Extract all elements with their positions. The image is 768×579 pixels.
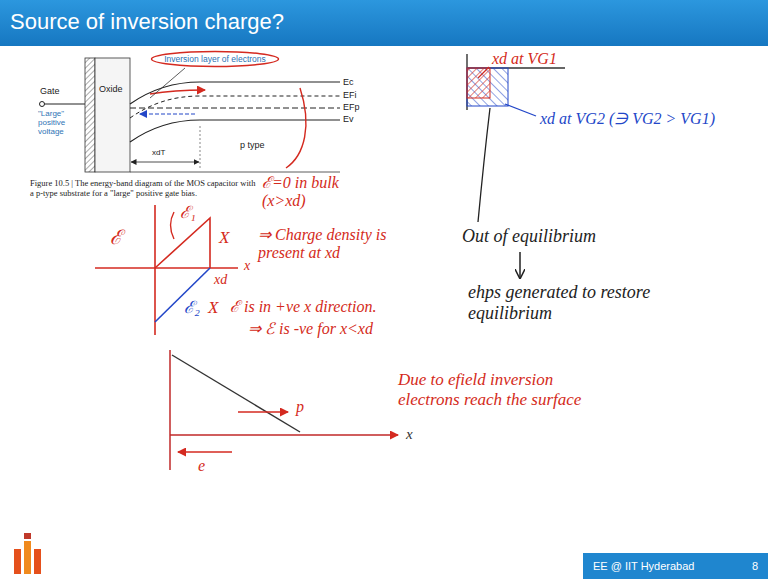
x-axis — [95, 267, 238, 269]
depletion-region-vg1 — [467, 68, 490, 98]
layer-name: Oxide — [99, 84, 123, 94]
logo — [34, 549, 41, 574]
curve-label: ℰ₁ — [180, 203, 196, 223]
field-profile — [155, 268, 210, 322]
callout-oval: Inversion layer of electrons — [150, 50, 280, 68]
carrier-label: p — [296, 398, 304, 416]
handwritten-note: xd at VG2 (∋ VG2 > VG1) — [540, 110, 715, 128]
handwritten-note: Out of equilibrium — [462, 226, 596, 247]
electron-drift-arrow — [140, 113, 195, 114]
leader-line — [505, 104, 536, 116]
bias-note: "Large" positive voltage — [38, 109, 84, 137]
intrinsic-fermi-level — [130, 96, 340, 118]
handwritten-note: ℰ=0 in bulk (x>xd) — [262, 174, 374, 211]
leader-line — [286, 88, 306, 168]
depletion-width-arrow — [131, 162, 199, 163]
handwritten-note: ehps generated to restore equilibrium — [468, 282, 718, 323]
slide-title: Source of inversion charge? — [10, 9, 284, 35]
handwritten-note: ⇒ Charge density is present at xd — [258, 226, 388, 263]
axis-tick-label: xd — [214, 272, 227, 288]
footer-text: EE @ IIT Hyderabad — [593, 560, 694, 572]
leader-line — [478, 108, 490, 222]
axis-label: x — [244, 258, 250, 274]
handwritten-note: Due to efield inversion electrons reach … — [398, 370, 613, 409]
footer-text: 8 — [752, 560, 758, 572]
cross-mark: X — [219, 228, 229, 248]
handwritten-note: ⇒ ℰ is -ve for x<xd — [248, 320, 373, 338]
footer-band: EE @ IIT Hyderabad 8 — [583, 553, 768, 579]
callout-text: Inversion layer of electrons — [164, 54, 266, 64]
carrier-label: e — [198, 457, 205, 475]
conduction-band — [130, 82, 340, 104]
axis-label: ℰ — [110, 226, 122, 249]
band-label: EFi — [343, 90, 357, 100]
flow-arrow — [519, 252, 521, 278]
y-axis — [169, 350, 171, 470]
gate-metal — [85, 58, 95, 172]
axis-label: x — [406, 426, 413, 443]
profile-curve — [172, 355, 300, 432]
logo — [24, 533, 31, 539]
depletion-region-vg2 — [467, 68, 508, 106]
title-bar: Source of inversion charge? — [0, 0, 768, 46]
leader-line — [478, 67, 489, 78]
curve-label: ℰ₂ — [184, 298, 200, 318]
gate-terminal — [40, 102, 45, 107]
logo — [24, 541, 31, 574]
handwritten-note: ℰ is in +ve x direction. — [230, 298, 376, 316]
field-axis — [154, 205, 156, 335]
field-profile-wrong — [155, 218, 210, 268]
depletion-edge-tick — [200, 126, 201, 168]
oxide-layer — [95, 58, 130, 172]
bracket — [171, 212, 175, 239]
terminal-name: Gate — [40, 86, 60, 96]
region-name: p type — [240, 140, 265, 150]
dimension-label: xdT — [152, 148, 165, 157]
leader-line — [150, 68, 185, 98]
substrate-edge — [130, 172, 340, 173]
figure-caption: Figure 10.5 | The energy-band diagram of… — [30, 178, 258, 198]
gate-wire — [45, 104, 86, 105]
hole-arrow — [238, 411, 288, 413]
x-axis — [170, 434, 398, 436]
oval-outline — [152, 52, 279, 67]
logo — [14, 549, 21, 574]
band-label: Ev — [343, 114, 354, 124]
fermi-level — [130, 108, 340, 109]
handwritten-note: xd at VG1 — [492, 50, 557, 68]
valence-band — [130, 120, 340, 142]
band-label: Ec — [343, 77, 354, 87]
electron-arrow — [178, 451, 232, 453]
band-label: EFp — [343, 102, 360, 112]
cross-mark: X — [208, 298, 218, 318]
